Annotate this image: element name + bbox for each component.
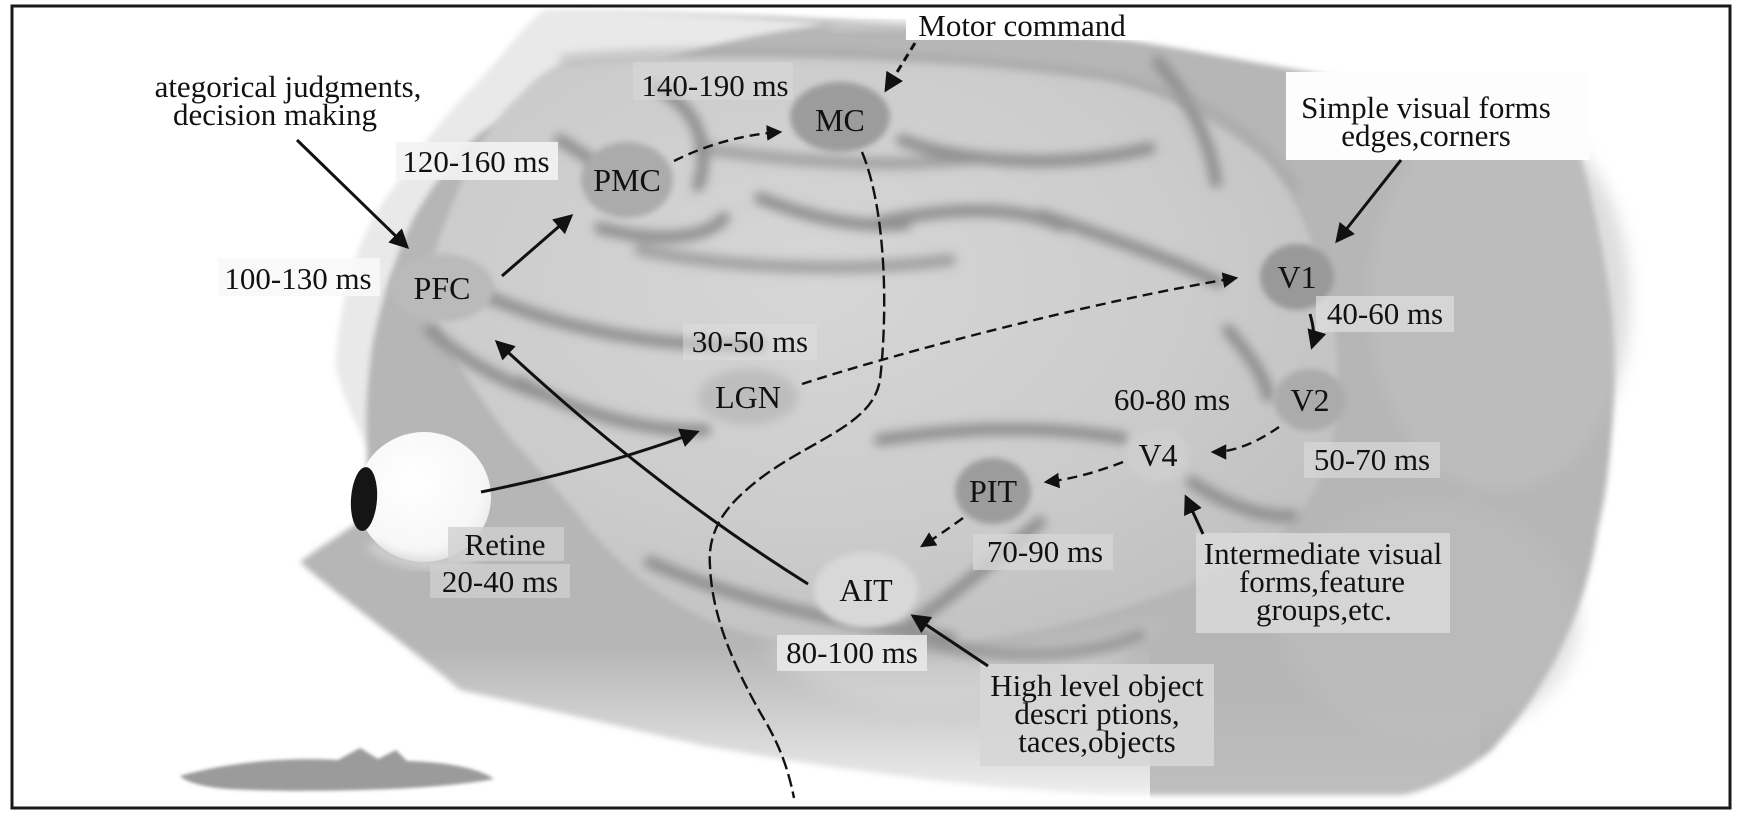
svg-text:edges,corners: edges,corners [1341,118,1511,153]
svg-text:forms,feature: forms,feature [1239,564,1405,599]
svg-text:Motor command: Motor command [918,8,1126,43]
svg-text:decision making: decision making [173,97,377,132]
svg-text:V4: V4 [1138,437,1177,473]
svg-text:Intermediate visual: Intermediate visual [1204,536,1442,571]
svg-text:LGN: LGN [715,379,781,415]
svg-text:PIT: PIT [969,473,1017,509]
svg-text:Retine: Retine [465,527,546,562]
svg-text:PMC: PMC [593,162,661,198]
svg-text:120-160 ms: 120-160 ms [402,144,549,179]
svg-text:50-70 ms: 50-70 ms [1314,442,1430,477]
svg-text:40-60 ms: 40-60 ms [1327,296,1443,331]
svg-text:descri ptions,: descri ptions, [1014,696,1179,731]
svg-text:MC: MC [815,102,865,138]
svg-text:30-50 ms: 30-50 ms [692,324,808,359]
svg-text:High level object: High level object [990,668,1204,703]
svg-text:70-90 ms: 70-90 ms [987,534,1103,569]
svg-text:AIT: AIT [839,572,893,608]
svg-text:groups,etc.: groups,etc. [1256,592,1392,627]
svg-text:80-100 ms: 80-100 ms [786,635,918,670]
svg-text:20-40 ms: 20-40 ms [442,564,558,599]
svg-text:taces,objects: taces,objects [1018,724,1176,759]
svg-text:140-190 ms: 140-190 ms [641,68,788,103]
svg-text:60-80 ms: 60-80 ms [1114,382,1230,417]
svg-text:PFC: PFC [414,270,471,306]
svg-text:ategorical judgments,: ategorical judgments, [155,69,422,104]
svg-text:V2: V2 [1290,382,1329,418]
svg-text:100-130 ms: 100-130 ms [224,261,371,296]
svg-text:V1: V1 [1277,259,1316,295]
svg-text:Simple visual forms: Simple visual forms [1301,90,1551,125]
